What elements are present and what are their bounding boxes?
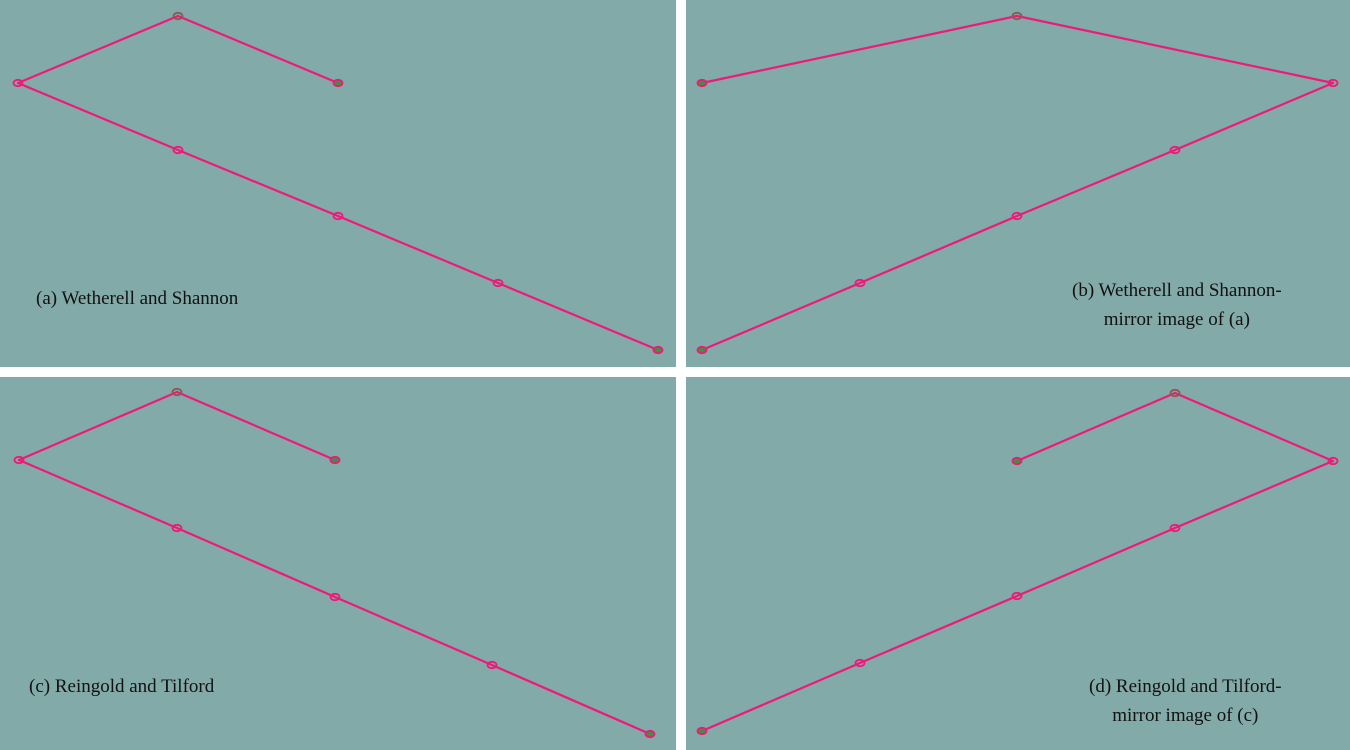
tree-edge [700, 661, 862, 733]
caption-b-line-1: (b) Wetherell and Shannon- [1072, 280, 1282, 301]
tree-node-mid [1011, 591, 1023, 601]
tree-edge [858, 594, 1019, 665]
tree-node-leaf [652, 345, 664, 355]
tree-edge [490, 663, 652, 736]
tree-drawing-d [696, 388, 1339, 736]
tree-edge [175, 526, 337, 599]
tree-node-mid [171, 523, 183, 533]
caption-a-line-1: (a) Wetherell and Shannon [36, 288, 239, 309]
tree-edge [175, 390, 337, 462]
tree-edge [700, 14, 1019, 85]
tree-node-mid [1327, 78, 1339, 88]
tree-edge [16, 14, 180, 85]
tree-node-leaf [696, 726, 708, 736]
tree-edge [1173, 81, 1335, 152]
tree-edge [1015, 526, 1177, 598]
tree-node-mid [492, 278, 504, 288]
panel-c-reingold-tilford: (c) Reingold and Tilford [0, 377, 676, 750]
tree-node-mid [12, 78, 24, 88]
caption-c-line-1: (c) Reingold and Tilford [29, 676, 215, 697]
tree-node-mid [1011, 211, 1023, 221]
tree-node-mid [854, 278, 866, 288]
panel-a-wetherell-shannon: (a) Wetherell and Shannon [0, 0, 676, 367]
tree-edge [17, 390, 179, 462]
tree-node-root [1169, 388, 1181, 398]
tree-node-leaf [644, 729, 656, 739]
caption-a: (a) Wetherell and Shannon [36, 284, 238, 313]
tree-edge [336, 214, 500, 285]
tree-node-mid [1169, 523, 1181, 533]
tree-node-mid [329, 592, 341, 602]
tree-node-mid [1327, 456, 1339, 466]
caption-d-line-2: mirror image of (c) [1112, 705, 1259, 726]
tree-node-root [172, 11, 184, 21]
tree-node-mid [172, 145, 184, 155]
tree-node-leaf [1011, 456, 1023, 466]
tree-edge [858, 214, 1019, 285]
tree-edge [176, 14, 340, 85]
tree-node-mid [332, 211, 344, 221]
tree-node-leaf [696, 78, 708, 88]
tree-edge [16, 81, 180, 152]
tree-drawing-c [13, 387, 656, 739]
tree-edge [1015, 391, 1177, 463]
tree-edge [1173, 391, 1335, 463]
caption-b: (b) Wetherell and Shannon- mirror image … [1072, 276, 1282, 334]
tree-node-mid [854, 658, 866, 668]
panel-d-reingold-tilford-mirror: (d) Reingold and Tilford- mirror image o… [686, 377, 1350, 750]
tree-edge [1015, 148, 1177, 218]
caption-c: (c) Reingold and Tilford [29, 672, 214, 701]
tree-node-root [1011, 11, 1023, 21]
tree-node-mid [13, 455, 25, 465]
tree-drawing-a [12, 11, 664, 355]
tree-edge [496, 281, 660, 352]
tree-node-leaf [329, 455, 341, 465]
tree-edge [1015, 14, 1335, 85]
panel-b-wetherell-shannon-mirror: (b) Wetherell and Shannon- mirror image … [686, 0, 1350, 367]
caption-d: (d) Reingold and Tilford- mirror image o… [1089, 672, 1282, 730]
caption-b-line-2: mirror image of (a) [1103, 309, 1250, 330]
caption-d-line-1: (d) Reingold and Tilford- [1089, 676, 1282, 697]
tree-edge [700, 281, 862, 352]
tree-node-mid [1169, 145, 1181, 155]
tree-edge [333, 595, 494, 667]
tree-edge [17, 458, 179, 530]
tree-node-root [171, 387, 183, 397]
tree-edge [176, 148, 340, 218]
tree-node-mid [486, 660, 498, 670]
tree-edge [1173, 459, 1335, 530]
tree-node-leaf [696, 345, 708, 355]
tree-node-leaf [332, 78, 344, 88]
tree-drawing-b [696, 11, 1339, 355]
